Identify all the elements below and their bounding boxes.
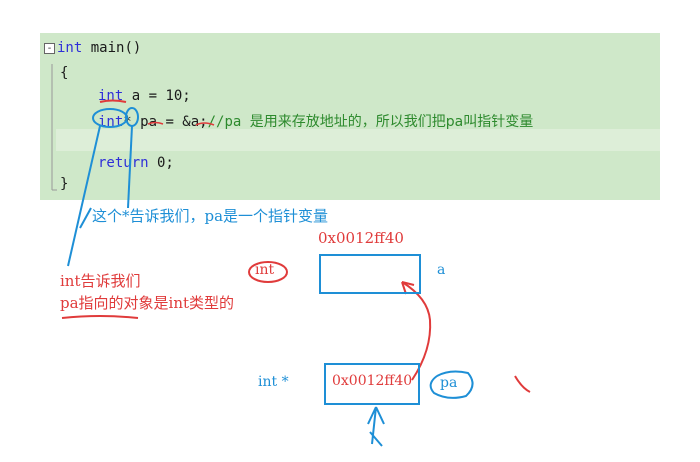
address-of-a: 0x0012ff40 xyxy=(318,229,404,247)
code-line-6: return 0; xyxy=(98,155,174,171)
current-line-highlight xyxy=(56,129,660,151)
variable-label-a: a xyxy=(437,262,446,278)
memory-box-pa xyxy=(324,363,420,405)
int-annotation-line2: pa指向的对象是int类型的 xyxy=(60,294,235,312)
circle-pa xyxy=(429,370,474,399)
up-arrow-icon xyxy=(367,406,385,447)
memory-box-a xyxy=(319,254,421,294)
code-text: 0; xyxy=(148,155,174,171)
pointer-line-int xyxy=(67,125,101,267)
code-editor: - int main() { int a = 10; int* pa = &a;… xyxy=(40,33,660,200)
circle-int-decl xyxy=(92,108,128,128)
underline-int-a xyxy=(99,99,127,103)
open-brace: { xyxy=(60,65,69,81)
code-line-1: int main() xyxy=(57,40,141,56)
keyword-return: return xyxy=(98,155,149,171)
pointer-type-label: int * xyxy=(258,374,289,390)
code-line-2: { xyxy=(60,65,68,81)
int-annotation-line1: int告诉我们 xyxy=(60,272,141,290)
circle-int-type xyxy=(248,261,288,283)
fold-toggle-icon[interactable]: - xyxy=(44,43,55,54)
pa-value: 0x0012ff40 xyxy=(332,373,413,389)
pointer-line-star xyxy=(127,125,133,209)
code-text: main() xyxy=(82,40,142,56)
close-brace: } xyxy=(60,176,69,192)
comment-chinese: 是用来存放地址的，所以我们把pa叫指针变量 xyxy=(249,114,534,130)
circled-int-label: int xyxy=(255,262,275,278)
code-line-4: int* pa = &a;//pa 是用来存放地址的，所以我们把pa叫指针变量 xyxy=(98,111,533,131)
keyword-int: int xyxy=(57,40,83,56)
code-line-7: } xyxy=(60,176,68,192)
underline-int-note xyxy=(61,315,139,319)
squiggle-addr xyxy=(195,122,215,126)
tick-mark xyxy=(79,207,92,229)
code-comment: //pa xyxy=(207,114,250,130)
variable-label-pa: pa xyxy=(440,375,458,391)
red-mark xyxy=(514,375,531,393)
star-annotation: 这个*告诉我们，pa是一个指针变量 xyxy=(92,207,329,225)
code-text: a = 10; xyxy=(123,88,191,104)
squiggle-pa xyxy=(147,121,164,125)
